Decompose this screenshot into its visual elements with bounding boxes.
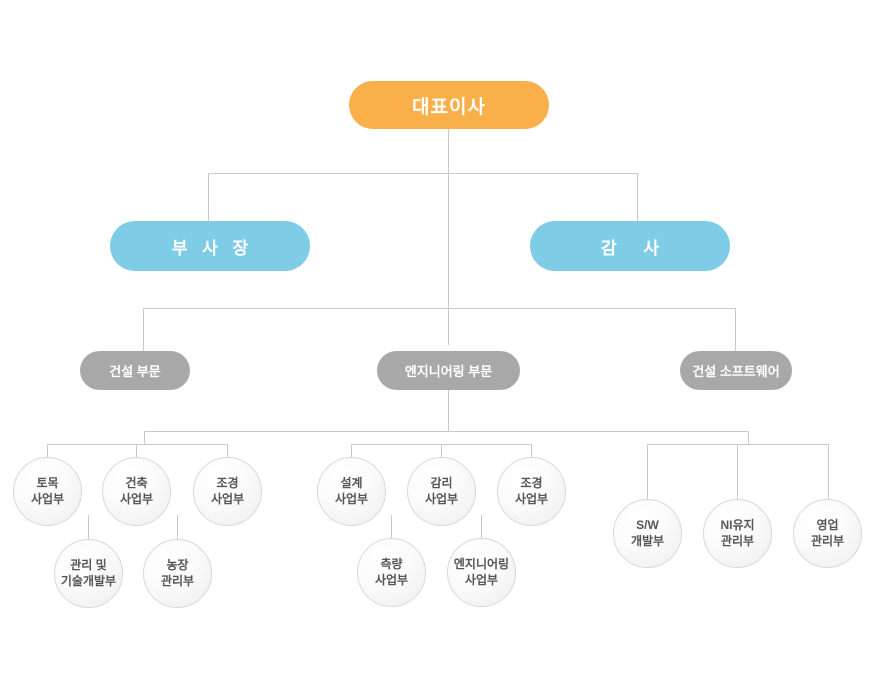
node-dept-sales-management[interactable]: 영업 관리부 [793, 499, 862, 568]
node-ceo-label: 대표이사 [412, 96, 486, 118]
node-dept-architecture-label: 건축 사업부 [119, 475, 154, 506]
node-dept-civil-engineering-label: 토목 사업부 [30, 475, 65, 506]
node-dept-farm-management[interactable]: 농장 관리부 [143, 539, 212, 608]
node-dept-surveying[interactable]: 측량 사업부 [357, 538, 426, 607]
node-auditor-label: 감 사 [600, 238, 670, 258]
node-dept-landscape-engineering[interactable]: 조경 사업부 [497, 457, 566, 526]
node-dept-farm-management-label: 농장 관리부 [160, 557, 195, 588]
node-auditor[interactable]: 감 사 [530, 221, 730, 271]
node-dept-sales-management-label: 영업 관리부 [810, 517, 845, 548]
node-dept-ni-maintenance[interactable]: NI유지 관리부 [703, 499, 772, 568]
node-division-engineering[interactable]: 엔지니어링 부문 [377, 351, 520, 390]
node-dept-management-tech-development-label: 관리 및 기술개발부 [60, 557, 117, 588]
node-dept-design-label: 설계 사업부 [334, 475, 369, 506]
node-dept-software-development[interactable]: S/W 개발부 [613, 499, 682, 568]
node-ceo[interactable]: 대표이사 [349, 81, 549, 129]
node-dept-architecture[interactable]: 건축 사업부 [102, 457, 171, 526]
node-vice-president[interactable]: 부 사 장 [110, 221, 310, 271]
node-dept-design[interactable]: 설계 사업부 [317, 457, 386, 526]
node-dept-ni-maintenance-label: NI유지 관리부 [720, 517, 755, 548]
node-vice-president-label: 부 사 장 [171, 238, 254, 258]
node-dept-software-development-label: S/W 개발부 [630, 517, 665, 548]
node-division-software-label: 건설 소프트웨어 [692, 364, 780, 379]
node-dept-landscape-engineering-label: 조경 사업부 [514, 475, 549, 506]
node-dept-engineering-business[interactable]: 엔지니어링 사업부 [447, 538, 516, 607]
node-dept-supervision[interactable]: 감리 사업부 [407, 457, 476, 526]
node-dept-civil-engineering[interactable]: 토목 사업부 [13, 457, 82, 526]
node-dept-landscape-construction[interactable]: 조경 사업부 [193, 457, 262, 526]
node-dept-surveying-label: 측량 사업부 [374, 556, 409, 587]
node-dept-engineering-business-label: 엔지니어링 사업부 [453, 556, 510, 587]
node-dept-supervision-label: 감리 사업부 [424, 475, 459, 506]
node-division-construction[interactable]: 건설 부문 [80, 351, 190, 390]
node-dept-landscape-construction-label: 조경 사업부 [210, 475, 245, 506]
node-division-engineering-label: 엔지니어링 부문 [404, 364, 493, 379]
node-division-construction-label: 건설 부문 [109, 364, 161, 379]
node-dept-management-tech-development[interactable]: 관리 및 기술개발부 [54, 539, 123, 608]
node-division-software[interactable]: 건설 소프트웨어 [680, 351, 792, 390]
